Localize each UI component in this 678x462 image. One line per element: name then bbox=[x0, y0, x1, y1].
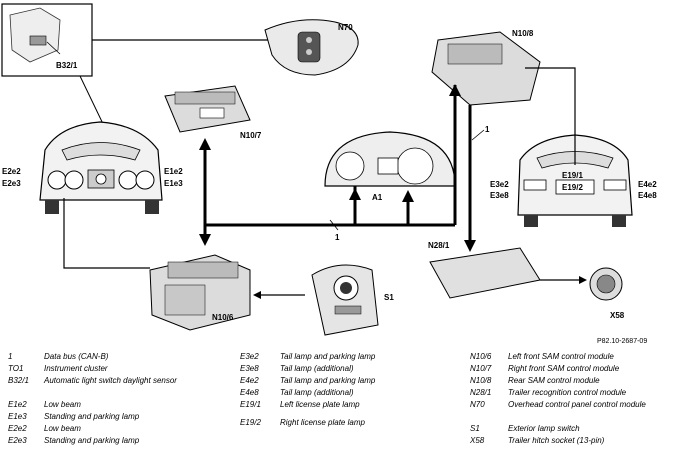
label-e4e8: E4e8 bbox=[638, 191, 657, 200]
label-n10-7: N10/7 bbox=[240, 131, 262, 140]
instrument-cluster: A1 bbox=[324, 131, 456, 202]
right-front-sam-module: N10/7 bbox=[164, 85, 262, 140]
label-s1: S1 bbox=[384, 293, 394, 302]
legend-desc: Tail lamp (additional) bbox=[280, 364, 354, 373]
legend-item: N70 Overhead control panel control modul… bbox=[470, 400, 675, 422]
legend-desc: Left license plate lamp bbox=[280, 400, 360, 409]
legend-item: E3e8 Tail lamp (additional) bbox=[240, 364, 460, 374]
legend-desc: Low beam bbox=[44, 424, 81, 433]
label-x58: X58 bbox=[610, 311, 625, 320]
legend-desc: Right front SAM control module bbox=[508, 364, 620, 373]
label-e4e2: E4e2 bbox=[638, 180, 657, 189]
legend-desc: Instrument cluster bbox=[44, 364, 108, 373]
legend-item: N10/6 Left front SAM control module bbox=[470, 352, 675, 362]
legend-desc: Tail lamp and parking lamp bbox=[280, 352, 376, 361]
trailer-hitch-socket: X58 bbox=[589, 267, 625, 320]
label-e2e2: E2e2 bbox=[2, 167, 21, 176]
label-b32-1: B32/1 bbox=[56, 61, 78, 70]
legend-item: E2e3 Standing and parking lamp bbox=[8, 436, 228, 446]
legend-code: E2e3 bbox=[8, 436, 27, 445]
label-e1e3: E1e3 bbox=[164, 179, 183, 188]
legend-code: X58 bbox=[470, 436, 485, 445]
rear-sam-module: N10/8 bbox=[431, 29, 541, 106]
label-e3e8: E3e8 bbox=[490, 191, 509, 200]
legend-item: N10/7 Right front SAM control module bbox=[470, 364, 675, 374]
sensor-icon bbox=[29, 35, 47, 46]
legend-desc: Trailer hitch socket (13-pin) bbox=[508, 436, 605, 445]
left-front-sam-module: N10/6 bbox=[149, 254, 251, 331]
legend: 1 Data bus (CAN-B) TO1 Instrument cluste… bbox=[0, 352, 678, 460]
label-e2e3: E2e3 bbox=[2, 179, 21, 188]
legend-desc: Tail lamp (additional) bbox=[280, 388, 354, 397]
overhead-control-panel: N70 bbox=[264, 19, 359, 76]
legend-desc: Left front SAM control module bbox=[508, 352, 614, 361]
legend-item: E2e2 Low beam bbox=[8, 424, 228, 434]
bus-arrows bbox=[199, 84, 476, 252]
legend-item: B32/1 Automatic light switch daylight se… bbox=[8, 376, 228, 398]
rear-car-illustration: E19/1 E19/2 E3e2 E3e8 E4e2 E4e8 bbox=[490, 134, 657, 227]
legend-code: E4e8 bbox=[240, 388, 259, 397]
legend-item: S1 Exterior lamp switch bbox=[470, 424, 675, 434]
legend-code: E1e3 bbox=[8, 412, 27, 421]
legend-item: E19/1 Left license plate lamp bbox=[240, 400, 460, 410]
legend-code: E19/1 bbox=[240, 400, 261, 409]
exterior-lamp-switch: S1 bbox=[311, 264, 394, 336]
legend-code: E19/2 bbox=[240, 418, 261, 427]
legend-item: E19/2 Right license plate lamp bbox=[240, 418, 460, 428]
label-n70: N70 bbox=[338, 23, 353, 32]
legend-item: E4e8 Tail lamp (additional) bbox=[240, 388, 460, 398]
label-a1: A1 bbox=[372, 193, 383, 202]
legend-item: 1 Data bus (CAN-B) bbox=[8, 352, 228, 362]
legend-item: E1e3 Standing and parking lamp bbox=[8, 412, 228, 422]
legend-code: N10/6 bbox=[470, 352, 492, 361]
label-bus-1b: 1 bbox=[485, 125, 490, 134]
label-n10-6: N10/6 bbox=[212, 313, 234, 322]
legend-item: N10/8 Rear SAM control module bbox=[470, 376, 675, 386]
legend-item: N28/1 Trailer recognition control module bbox=[470, 388, 675, 398]
legend-code: E1e2 bbox=[8, 400, 27, 409]
trailer-recognition-module: N28/1 bbox=[428, 241, 541, 299]
legend-desc: Automatic light switch daylight sensor bbox=[44, 376, 177, 385]
legend-code: B32/1 bbox=[8, 376, 29, 385]
legend-code: E4e2 bbox=[240, 376, 259, 385]
legend-code: E3e2 bbox=[240, 352, 259, 361]
legend-code: TO1 bbox=[8, 364, 24, 373]
signal-lines bbox=[63, 67, 587, 299]
label-e3e2: E3e2 bbox=[490, 180, 509, 189]
figure-reference: P82.10-2687-09 bbox=[597, 338, 647, 345]
label-bus-1a: 1 bbox=[335, 233, 340, 242]
legend-code: N10/7 bbox=[470, 364, 492, 373]
label-e19-1: E19/1 bbox=[562, 171, 583, 180]
label-e1e2: E1e2 bbox=[164, 167, 183, 176]
legend-desc: Data bus (CAN-B) bbox=[44, 352, 109, 361]
legend-desc: Right license plate lamp bbox=[280, 418, 365, 427]
legend-code: N10/8 bbox=[470, 376, 492, 385]
legend-code: E2e2 bbox=[8, 424, 27, 433]
legend-code: N28/1 bbox=[470, 388, 492, 397]
legend-desc: Trailer recognition control module bbox=[508, 388, 627, 397]
legend-desc: Exterior lamp switch bbox=[508, 424, 580, 433]
legend-code: E3e8 bbox=[240, 364, 259, 373]
legend-item: E3e2 Tail lamp and parking lamp bbox=[240, 352, 460, 362]
legend-code: N70 bbox=[470, 400, 485, 409]
front-car-illustration: E2e2 E2e3 E1e2 E1e3 bbox=[2, 121, 183, 214]
legend-item: X58 Trailer hitch socket (13-pin) bbox=[470, 436, 675, 446]
legend-desc: Standing and parking lamp bbox=[44, 412, 140, 421]
label-n28-1: N28/1 bbox=[428, 241, 450, 250]
legend-desc: Overhead control panel control module bbox=[508, 400, 646, 409]
legend-code: S1 bbox=[470, 424, 480, 433]
label-e19-2: E19/2 bbox=[562, 183, 583, 192]
legend-desc: Low beam bbox=[44, 400, 81, 409]
legend-desc: Tail lamp and parking lamp bbox=[280, 376, 376, 385]
legend-item: E4e2 Tail lamp and parking lamp bbox=[240, 376, 460, 386]
label-n10-8: N10/8 bbox=[512, 29, 534, 38]
legend-desc: Standing and parking lamp bbox=[44, 436, 140, 445]
legend-item: E1e2 Low beam bbox=[8, 400, 228, 410]
legend-desc: Rear SAM control module bbox=[508, 376, 600, 385]
daylight-sensor-inset: B32/1 bbox=[1, 3, 93, 77]
legend-code: 1 bbox=[8, 352, 13, 361]
wiring-diagram: B32/1 N70 N10/7 E2e2 E2e3 E1e2 E1e3 bbox=[1, 3, 657, 345]
legend-item: TO1 Instrument cluster bbox=[8, 364, 228, 374]
